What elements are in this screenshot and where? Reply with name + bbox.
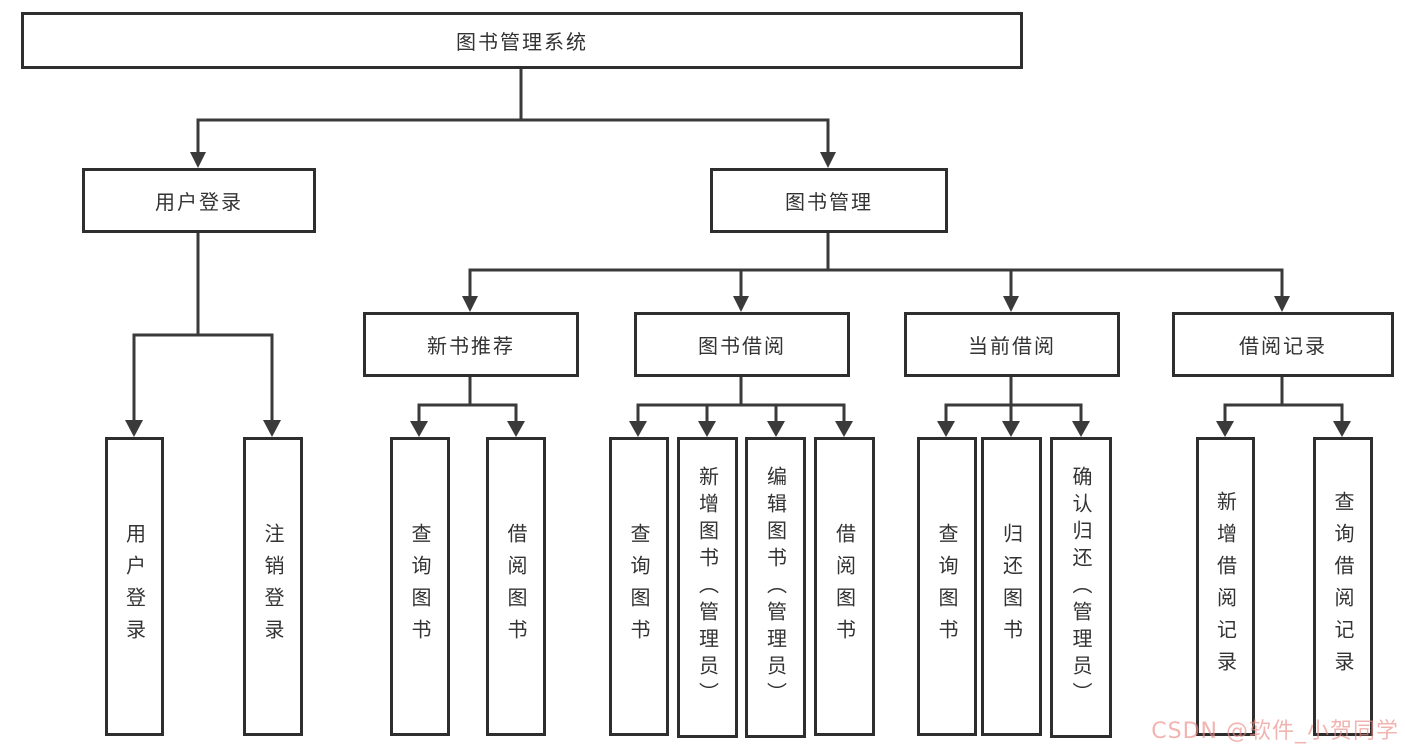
node-label: 当前借阅 <box>968 334 1056 358</box>
node-label: 用户登录 <box>122 522 147 651</box>
node-new-book-recommend: 新书推荐 <box>363 312 579 377</box>
leaf-query-books-3: 查询图书 <box>917 437 977 736</box>
node-current-borrowing: 当前借阅 <box>904 312 1120 377</box>
node-book-management: 图书管理 <box>710 168 948 233</box>
node-label: 查询图书 <box>408 522 432 651</box>
leaf-add-books-admin: 新增图书（管理员） <box>677 437 738 738</box>
node-label: 用户登录 <box>155 190 243 214</box>
node-user-login: 用户登录 <box>82 168 316 233</box>
csdn-watermark: CSDN @软件_小贺同学 <box>1151 719 1399 744</box>
node-borrowing-records: 借阅记录 <box>1172 312 1394 377</box>
leaf-confirm-return-admin: 确认归还（管理员） <box>1050 437 1112 738</box>
leaf-query-books-2: 查询图书 <box>609 437 669 736</box>
leaf-logout: 注销登录 <box>243 437 303 736</box>
leaf-add-borrow-record: 新增借阅记录 <box>1196 437 1255 736</box>
node-label: 图书管理系统 <box>456 30 588 54</box>
node-label: 图书管理 <box>785 190 873 214</box>
node-label: 查询图书 <box>935 522 959 651</box>
node-root-system: 图书管理系统 <box>21 12 1023 69</box>
node-label: 图书借阅 <box>698 334 786 358</box>
leaf-edit-books-admin: 编辑图书（管理员） <box>745 437 806 738</box>
node-label: 注销登录 <box>261 522 285 651</box>
node-label: 查询借阅记录 <box>1331 490 1355 683</box>
node-label: 新增借阅记录 <box>1213 490 1238 683</box>
leaf-borrow-books-1: 借阅图书 <box>486 437 546 736</box>
node-label: 新增图书（管理员） <box>695 466 720 709</box>
leaf-borrow-books-2: 借阅图书 <box>814 437 875 736</box>
leaf-query-books-1: 查询图书 <box>390 437 450 736</box>
leaf-query-borrow-record: 查询借阅记录 <box>1313 437 1373 736</box>
node-book-borrowing: 图书借阅 <box>634 312 850 377</box>
node-label: 编辑图书（管理员） <box>763 466 788 709</box>
node-label: 借阅图书 <box>832 522 857 651</box>
leaf-user-login: 用户登录 <box>105 437 164 736</box>
node-label: 确认归还（管理员） <box>1069 466 1093 709</box>
node-label: 借阅记录 <box>1239 334 1327 358</box>
node-label: 新书推荐 <box>427 334 515 358</box>
leaf-return-books: 归还图书 <box>981 437 1042 736</box>
node-label: 归还图书 <box>999 522 1024 651</box>
node-label: 借阅图书 <box>504 522 528 651</box>
node-label: 查询图书 <box>627 522 651 651</box>
